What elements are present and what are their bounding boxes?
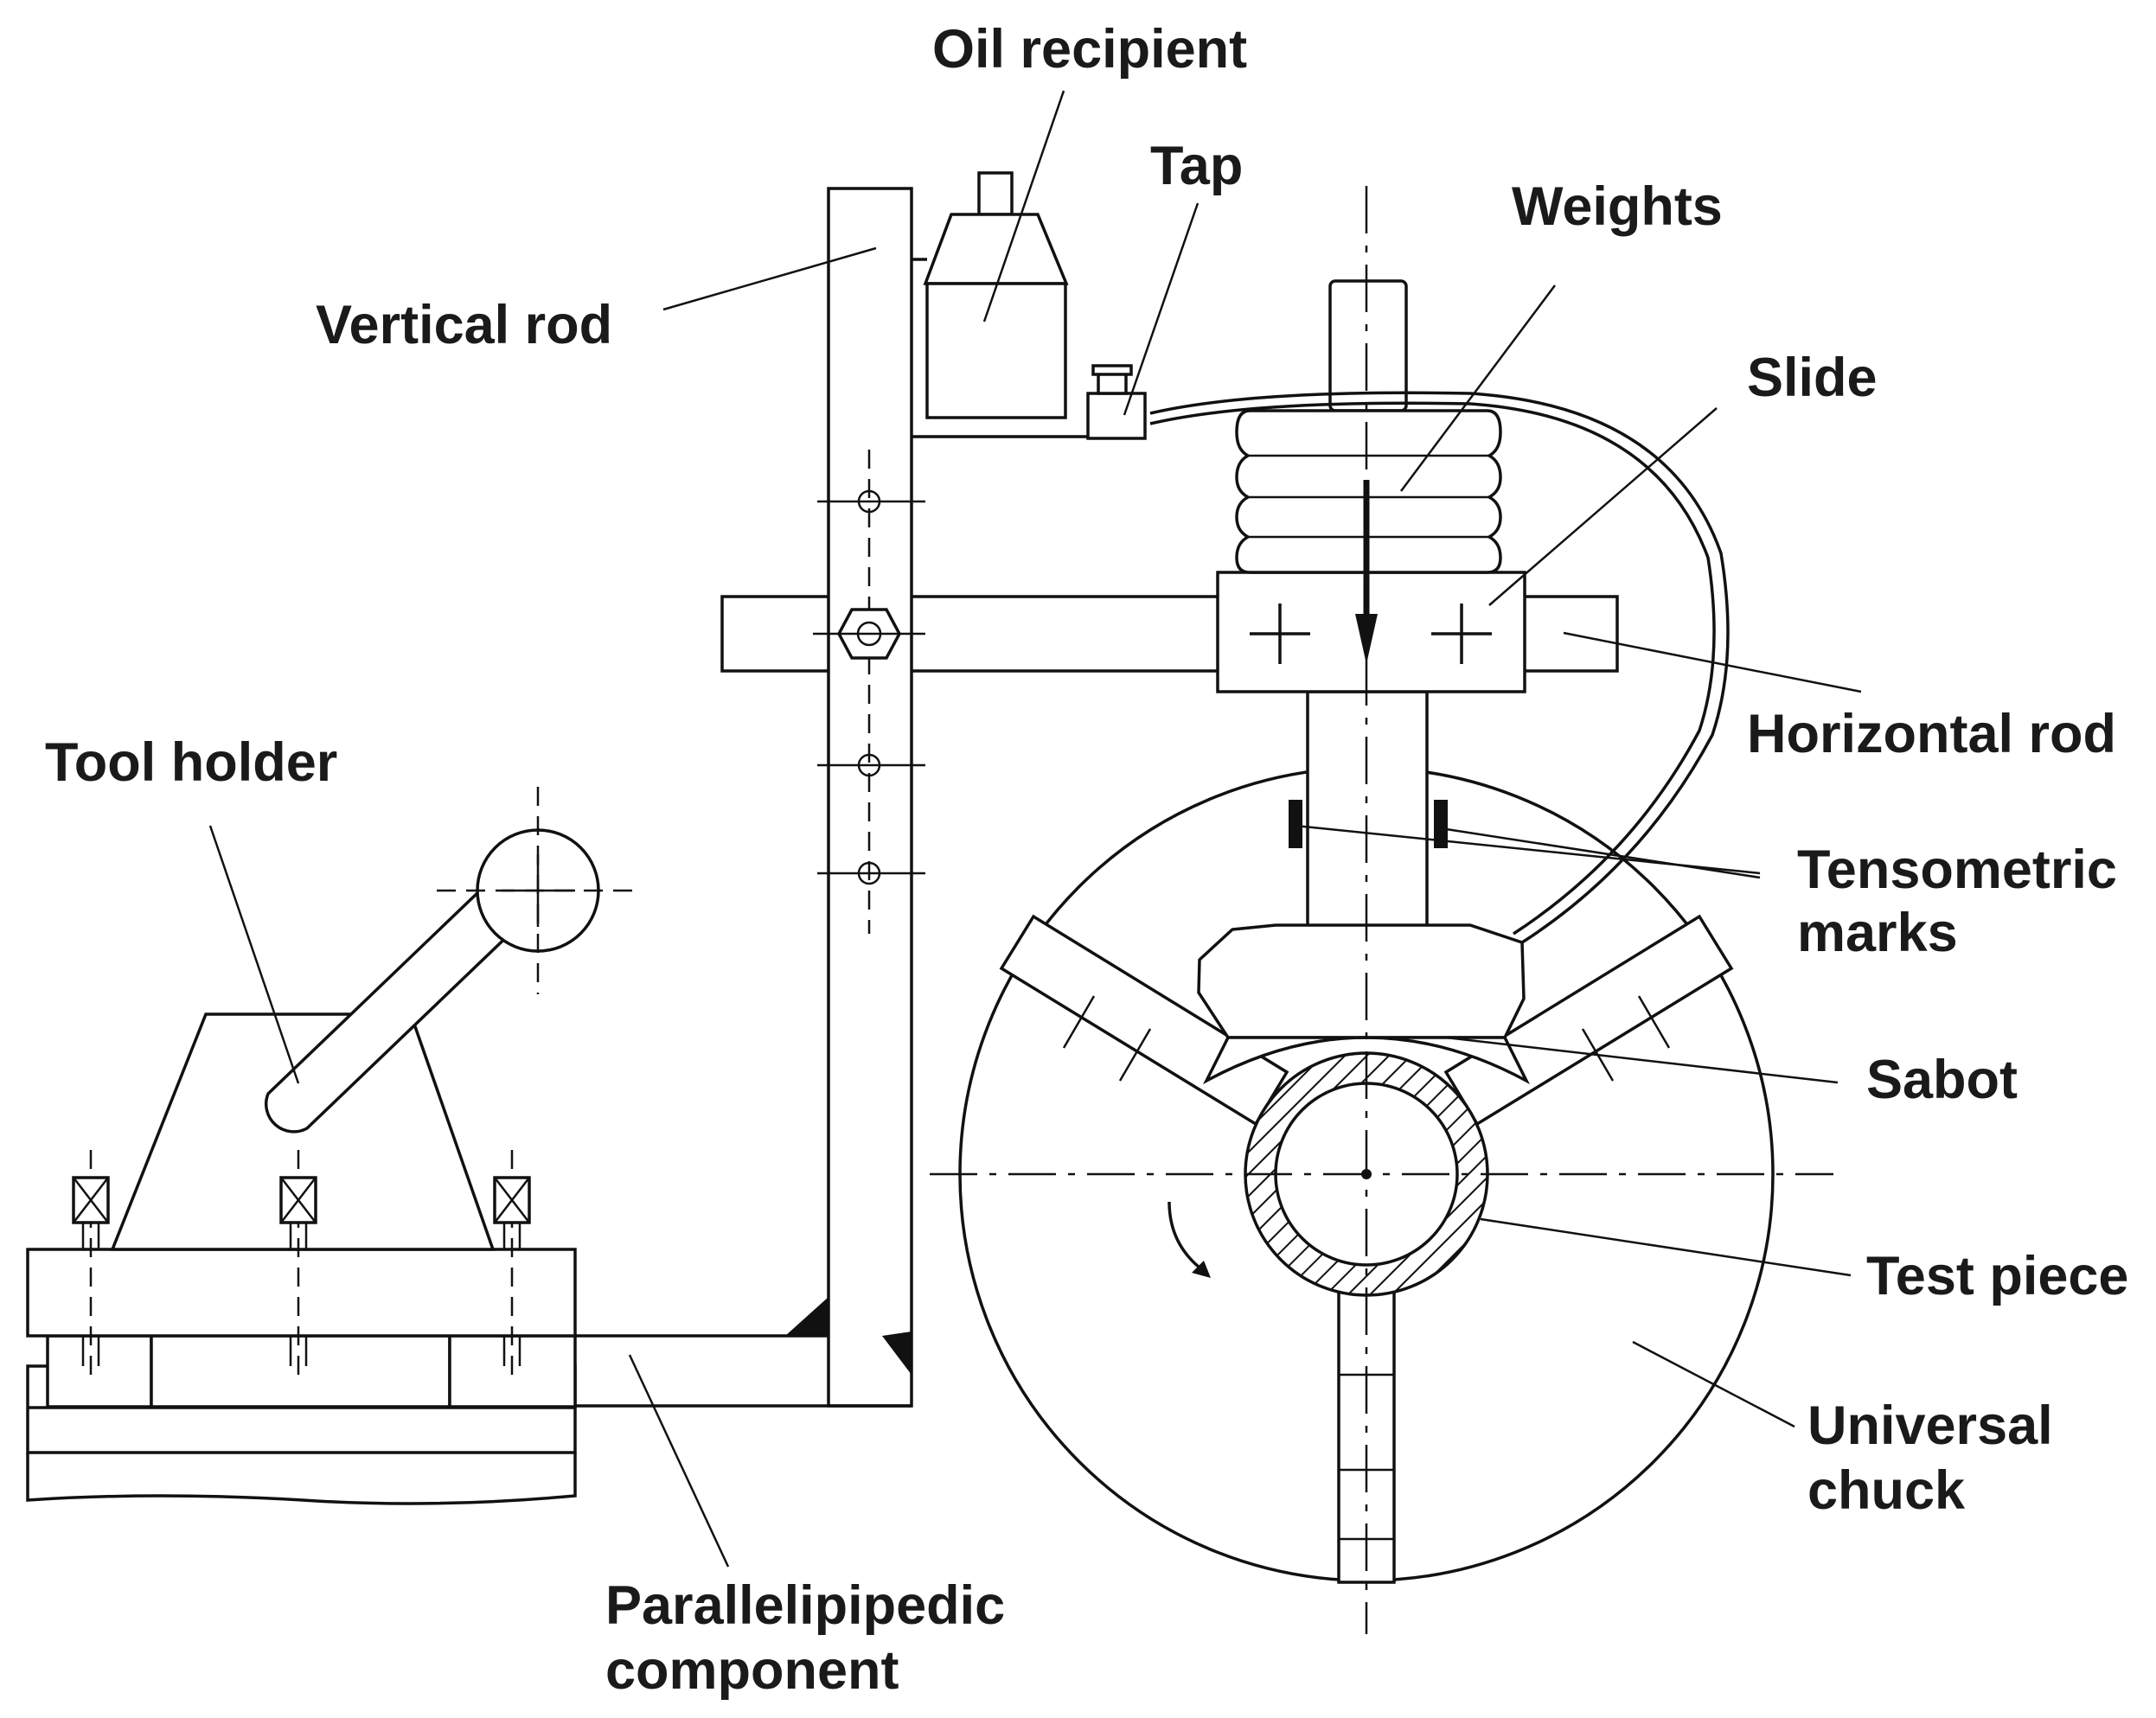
rotation-arrow [1168,1201,1206,1273]
vertical-rod [785,187,925,1408]
weld-left [785,1297,828,1336]
label-tensometric-marks-2: marks [1797,903,1958,963]
leader-vertical-rod [662,246,877,311]
leader-slide [1488,407,1718,606]
labels: Oil recipient Tap Weights Vertical rod S… [45,19,2128,1701]
label-tensometric-marks-1: Tensometric [1797,840,2117,900]
leader-universal-chuck [1632,1340,1795,1428]
leader-lines [208,90,1862,1568]
leader-horizontal-rod [1563,631,1862,693]
label-universal-chuck-1: Universal [1807,1395,2053,1456]
label-universal-chuck-2: chuck [1807,1460,1966,1521]
loading-column [1197,690,1531,1085]
bolt-middle [279,1150,317,1375]
oil-tube [1149,391,1730,944]
bolt-left [72,1150,110,1375]
tool-holder [26,787,640,1505]
label-weights: Weights [1512,176,1723,237]
tensometric-mark-left [1289,800,1302,848]
leader-test-piece [1480,1217,1852,1277]
label-horizontal-rod: Horizontal rod [1747,704,2116,764]
rotation-arrowhead [1192,1261,1211,1278]
oil-recipient [912,171,1088,438]
leader-tensometric-right [1440,827,1761,879]
leader-weights [1399,284,1557,492]
label-tool-holder: Tool holder [45,732,337,793]
label-vertical-rod: Vertical rod [316,295,612,355]
leader-oil-recipient [982,90,1065,323]
sabot-block [1197,923,1526,1039]
label-test-piece: Test piece [1866,1246,2128,1306]
leader-tap [1123,202,1200,416]
leader-tool-holder [208,825,300,1084]
label-slide: Slide [1747,348,1878,408]
label-sabot: Sabot [1866,1050,2018,1110]
parallelipipedic-component [575,1334,912,1408]
label-parallelipipedic-1: Parallelipipedic [605,1575,1005,1636]
label-tap: Tap [1150,136,1243,196]
label-oil-recipient: Oil recipient [932,19,1247,80]
bolt-right [493,1150,531,1375]
tensometric-mark-right [1434,800,1448,848]
leader-sabot [1445,1036,1839,1084]
leader-parallelipipedic [628,1354,730,1568]
label-parallelipipedic-2: component [605,1640,899,1701]
tap [1086,364,1147,440]
weld-right [882,1332,912,1375]
